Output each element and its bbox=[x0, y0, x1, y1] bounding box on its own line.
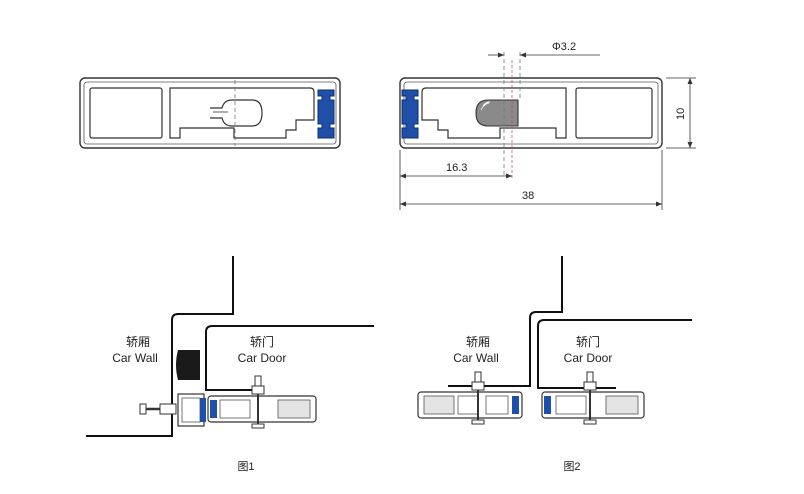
car-wall-outline bbox=[86, 256, 234, 437]
dimension-width-label: 38 bbox=[522, 190, 534, 202]
wall-profile bbox=[417, 371, 523, 425]
car-door-outline bbox=[205, 325, 374, 391]
car-door-outline bbox=[537, 319, 692, 389]
seal-icon bbox=[544, 396, 551, 414]
dimension-height-label: 10 bbox=[675, 108, 687, 120]
car-door-label-zh: 轿门 bbox=[250, 334, 274, 349]
seal-icon bbox=[401, 89, 419, 139]
seal-icon bbox=[317, 89, 335, 139]
dimension-width: 38 bbox=[400, 150, 663, 210]
car-wall-label-zh: 轿厢 bbox=[126, 334, 150, 349]
seal-icon bbox=[512, 396, 519, 414]
car-wall-label-zh: 轿厢 bbox=[466, 334, 490, 349]
figure-2: 轿厢 Car Wall 轿门 Car Door 图2 bbox=[417, 256, 692, 473]
figure-1: 轿厢 Car Wall 轿门 Car Door 图1 bbox=[86, 256, 374, 473]
dimension-offset: 16.3 bbox=[399, 150, 512, 210]
door-profile bbox=[541, 371, 645, 425]
car-wall-label-en: Car Wall bbox=[453, 351, 499, 365]
door-profile bbox=[207, 375, 317, 429]
profile-section-left bbox=[79, 77, 341, 149]
car-door-label-zh: 轿门 bbox=[576, 334, 600, 349]
figure-1-caption: 图1 bbox=[237, 460, 254, 473]
stopper-icon bbox=[176, 350, 200, 380]
seal-icon bbox=[210, 400, 217, 418]
figure-2-caption: 图2 bbox=[563, 460, 580, 473]
car-door-label-en: Car Door bbox=[564, 351, 613, 365]
profile-section-right bbox=[399, 52, 663, 178]
car-wall-outline bbox=[448, 256, 563, 387]
wall-bracket bbox=[139, 393, 206, 427]
pin-icon bbox=[475, 99, 519, 127]
car-wall-label-en: Car Wall bbox=[112, 351, 158, 365]
dimension-diameter-label: Φ3.2 bbox=[552, 41, 576, 53]
seal-icon bbox=[200, 398, 206, 422]
dimension-height: 10 bbox=[666, 77, 696, 149]
dimension-diameter: Φ3.2 bbox=[488, 41, 600, 58]
dimension-offset-label: 16.3 bbox=[446, 162, 467, 174]
car-door-label-en: Car Door bbox=[238, 351, 287, 365]
